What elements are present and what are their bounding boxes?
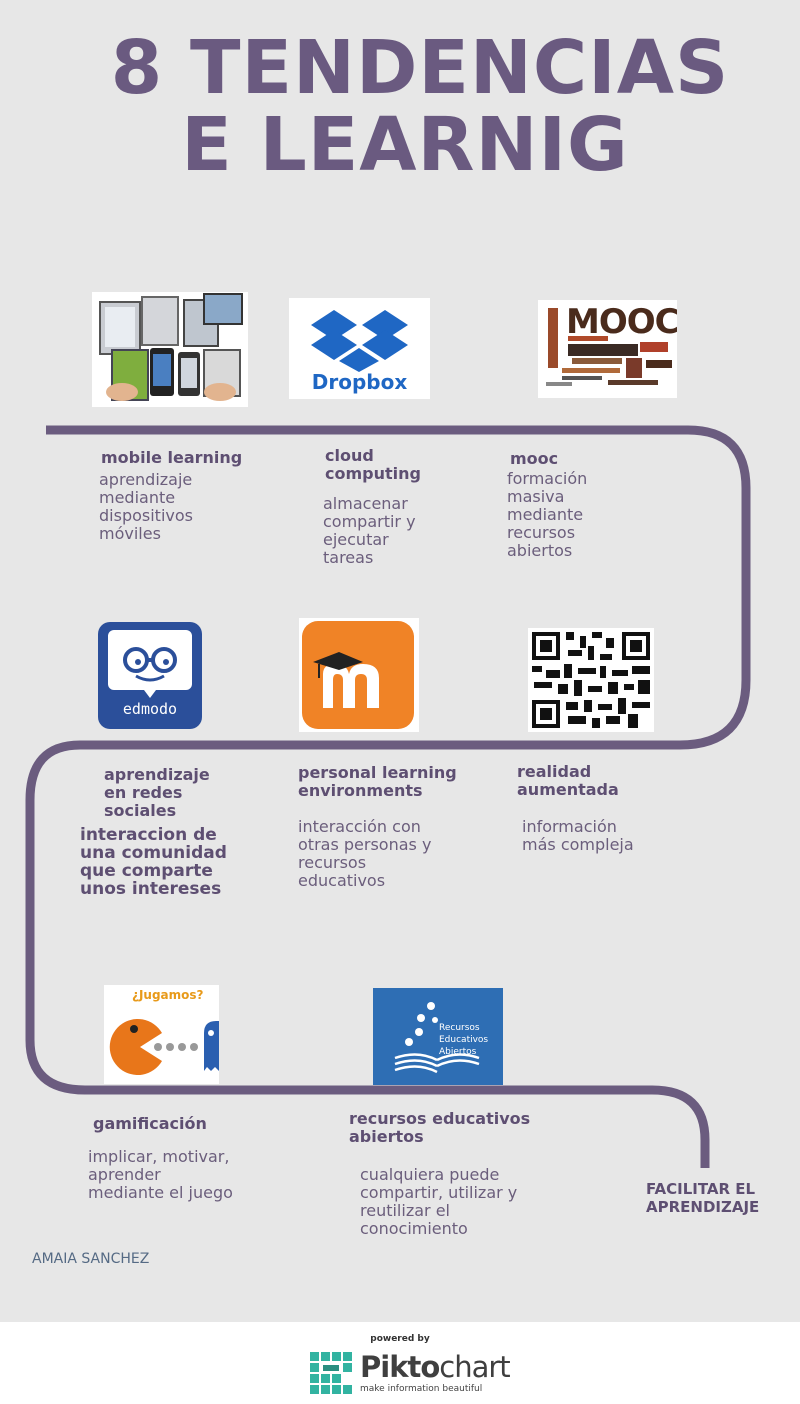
item-desc-mobile-learning: aprendizaje mediante dispositivos móvile… <box>99 470 193 543</box>
title-line-1: 8 TENDENCIAS <box>110 25 730 111</box>
dropbox-icon: Dropbox <box>289 298 430 399</box>
item-heading-oer: recursos educativos abiertos <box>349 1109 531 1146</box>
item-heading-mooc: mooc <box>510 449 559 468</box>
powered-by-label: powered by <box>370 1334 430 1344</box>
item-heading-ple: personal learning environments <box>298 763 457 800</box>
item-desc-oer: cualquiera puede compartir, utilizar y r… <box>360 1165 518 1238</box>
author-name: AMAIA SANCHEZ <box>32 1251 150 1267</box>
mobile-devices-icon <box>92 292 248 407</box>
item-heading-gamification: gamificación <box>93 1114 207 1133</box>
mooc-wordcloud-icon: MOOC <box>538 300 677 398</box>
mooc-label: MOOC <box>566 302 677 342</box>
edmodo-icon: edmodo <box>98 622 202 729</box>
piktochart-wordmark[interactable]: Piktochart <box>360 1350 511 1384</box>
item-heading-social-learning: aprendizaje en redes sociales <box>104 765 210 820</box>
piktochart-tagline: make information beautiful <box>360 1384 483 1394</box>
item-heading-augmented-reality: realidad aumentada <box>517 762 619 799</box>
pacman-icon: ¿Jugamos? <box>104 985 219 1084</box>
item-heading-cloud-computing: cloud computing <box>325 446 421 483</box>
item-desc-gamification: implicar, motivar, aprender mediante el … <box>88 1147 233 1202</box>
footer: powered by Piktochart make information b… <box>0 1322 800 1404</box>
item-desc-cloud-computing: almacenar compartir y ejecutar tareas <box>323 494 416 567</box>
brand-part-b: chart <box>439 1350 510 1384</box>
item-desc-social-learning: interaccion de una comunidad que compart… <box>80 825 227 899</box>
piktochart-logo-icon <box>310 1352 352 1394</box>
title-line-2: E LEARNIG <box>181 102 629 188</box>
item-desc-augmented-reality: información más compleja <box>522 817 634 854</box>
item-heading-mobile-learning: mobile learning <box>101 448 243 467</box>
item-desc-ple: interacción con otras personas y recurso… <box>298 817 432 890</box>
brand-part-a: Pikto <box>360 1350 440 1384</box>
conclusion-text: FACILITAR EL APRENDIZAJE <box>646 1180 760 1216</box>
pacman-label: ¿Jugamos? <box>132 988 204 1002</box>
dropbox-label: Dropbox <box>311 370 408 394</box>
edmodo-label: edmodo <box>122 700 178 718</box>
oer-icon: Recursos Educativos Abiertos <box>373 988 503 1085</box>
qr-code-icon <box>528 628 654 732</box>
moodle-icon <box>299 618 419 732</box>
oer-label: Recursos Educativos Abiertos <box>439 1023 489 1057</box>
item-desc-mooc: formación masiva mediante recursos abier… <box>507 469 588 560</box>
